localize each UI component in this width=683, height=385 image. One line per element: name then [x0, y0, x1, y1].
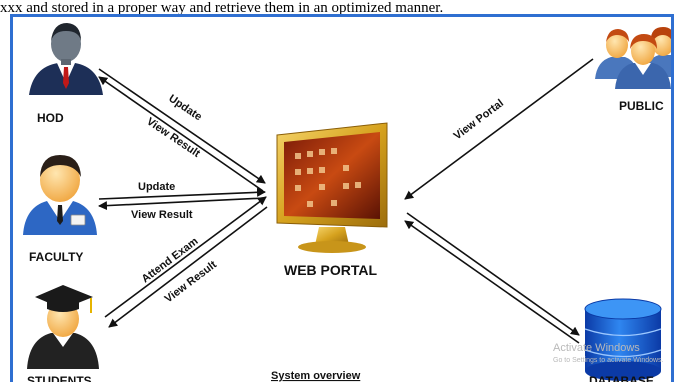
faculty-avatar-icon [23, 155, 97, 235]
edge-label-public-view-portal: View Portal [452, 97, 506, 142]
student-avatar-icon [27, 285, 99, 369]
system-overview-frame: HOD FACULTY STUDENTS PUBLIC [10, 14, 674, 382]
arrow-portal-to-database [406, 212, 580, 336]
system-overview-caption: System overview [271, 370, 361, 382]
arrow-hod-view-result [98, 76, 264, 192]
header-text-line: xxx and stored in a proper way and retri… [0, 0, 444, 16]
students-label: STUDENTS [27, 374, 92, 382]
arrow-students-attend-exam [104, 196, 267, 318]
faculty-label: FACULTY [29, 250, 83, 264]
hod-avatar-icon [29, 23, 103, 95]
arrow-students-view-result [108, 206, 268, 328]
arrow-database-to-portal [404, 220, 580, 344]
edge-label-faculty-update: Update [138, 181, 175, 193]
public-group-icon [595, 27, 671, 89]
edge-label-faculty-view-result: View Result [131, 209, 193, 221]
arrow-faculty-update [98, 187, 266, 200]
connector-arrows [98, 58, 594, 344]
public-label: PUBLIC [619, 99, 664, 113]
arrow-hod-update [98, 68, 266, 184]
database-cylinder-icon [584, 298, 662, 381]
web-portal-monitor-icon [276, 122, 388, 253]
database-label: DATABASE [589, 374, 654, 382]
web-portal-title: WEB PORTAL [284, 262, 378, 278]
arrow-public-view-portal [404, 58, 594, 200]
system-overview-diagram: HOD FACULTY STUDENTS PUBLIC [23, 23, 671, 382]
activate-windows-watermark-title: Activate Windows [553, 342, 640, 354]
arrow-faculty-view-result [98, 197, 266, 211]
edge-label-hod-view-result: View Result [144, 116, 202, 161]
hod-label: HOD [37, 111, 64, 125]
activate-windows-watermark-subtitle: Go to Settings to activate Windows. [553, 357, 664, 364]
